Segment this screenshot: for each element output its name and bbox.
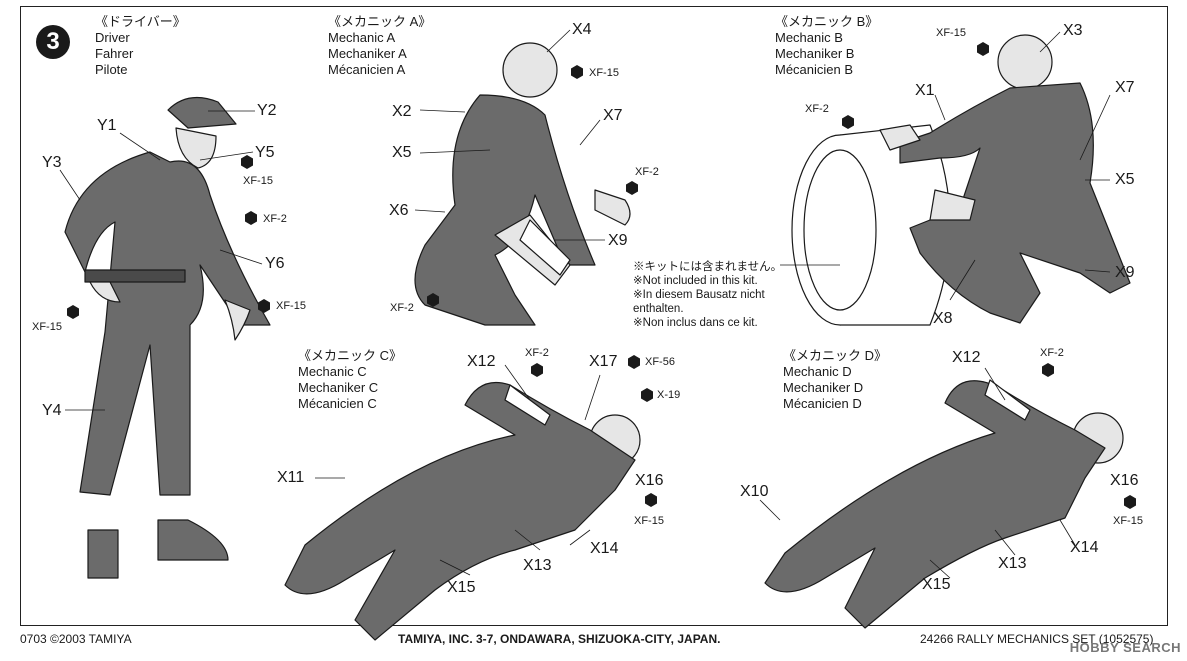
a-part-label-x6: X6 bbox=[389, 202, 409, 219]
paint-code-c-xf15: XF-15 bbox=[634, 515, 664, 527]
c-part-label-x15: X15 bbox=[447, 579, 476, 596]
part-label-y3: Y3 bbox=[42, 154, 62, 171]
d-part-label-x10: X10 bbox=[740, 483, 769, 500]
paint-code-c-xf56: XF-56 bbox=[645, 356, 675, 368]
tire-illustration bbox=[791, 124, 951, 326]
paint-code-drv-y5: XF-15 bbox=[243, 175, 273, 187]
mechanic-c-caption: 《メカニック C》 Mechanic C Mechaniker C Mécani… bbox=[298, 348, 403, 411]
c-part-label-x13: X13 bbox=[523, 557, 552, 574]
part-label-y4: Y4 bbox=[42, 402, 62, 419]
paint-code-d-xf2: XF-2 bbox=[1040, 347, 1064, 359]
mechanic-a-caption: 《メカニック A》 Mechanic A Mechaniker A Mécani… bbox=[328, 14, 432, 77]
d-part-label-x13: X13 bbox=[998, 555, 1027, 572]
mechanic-b-caption: 《メカニック B》 Mechanic B Mechaniker B Mécani… bbox=[775, 14, 879, 77]
paint-code-drv-hand-l: XF-15 bbox=[32, 321, 62, 333]
driver-figure bbox=[64, 96, 271, 579]
d-part-label-x14: X14 bbox=[1070, 539, 1099, 556]
c-part-label-x14: X14 bbox=[590, 540, 619, 557]
d-part-label-x16: X16 bbox=[1110, 472, 1139, 489]
mechanic-d-figure bbox=[764, 379, 1124, 629]
mechanic-b-figure bbox=[879, 34, 1131, 324]
watermark: HOBBY SEARCH bbox=[1069, 640, 1181, 655]
c-part-label-x12: X12 bbox=[467, 353, 496, 370]
paint-code-a-face: XF-15 bbox=[589, 67, 619, 79]
paint-code-drv-xf2: XF-2 bbox=[263, 213, 287, 225]
driver-caption: 《ドライバー》 Driver Fahrer Pilote bbox=[95, 14, 186, 77]
c-part-label-x16: X16 bbox=[635, 472, 664, 489]
paint-code-a-glove: XF-2 bbox=[635, 166, 659, 178]
paint-code-b-tire: XF-2 bbox=[805, 103, 829, 115]
paint-code-b-face: XF-15 bbox=[936, 27, 966, 39]
b-part-label-x5: X5 bbox=[1115, 171, 1135, 188]
c-part-label-x11: X11 bbox=[277, 469, 305, 486]
a-part-label-x7: X7 bbox=[603, 107, 623, 124]
paint-code-d-xf15: XF-15 bbox=[1113, 515, 1143, 527]
instruction-frame bbox=[20, 6, 1168, 626]
not-included-note: ※キットには含まれません。 ※Not included in this kit.… bbox=[633, 261, 783, 329]
b-part-label-x7: X7 bbox=[1115, 79, 1135, 96]
paint-code-a-knee: XF-2 bbox=[390, 302, 414, 314]
footer-copyright: 0703 ©2003 TAMIYA bbox=[20, 632, 132, 646]
part-label-y6: Y6 bbox=[265, 255, 285, 272]
b-part-label-x3: X3 bbox=[1063, 22, 1083, 39]
d-part-label-x12: X12 bbox=[952, 349, 981, 366]
a-part-label-x4: X4 bbox=[572, 21, 592, 38]
footer-kit-number: 24266 RALLY MECHANICS SET (1052575) bbox=[920, 632, 1154, 646]
mechanic-c-figure bbox=[284, 381, 641, 641]
a-part-label-x2: X2 bbox=[392, 103, 412, 120]
a-part-label-x5: X5 bbox=[392, 144, 412, 161]
c-part-label-x17: X17 bbox=[589, 353, 618, 370]
b-part-label-x9: X9 bbox=[1115, 264, 1135, 281]
mechanic-d-caption: 《メカニック D》 Mechanic D Mechaniker D Mécani… bbox=[783, 348, 888, 411]
a-part-label-x9: X9 bbox=[608, 232, 628, 249]
paint-code-c-xf2: XF-2 bbox=[525, 347, 549, 359]
part-label-y1: Y1 bbox=[97, 117, 117, 134]
b-part-label-x1: X1 bbox=[915, 82, 935, 99]
part-label-y2: Y2 bbox=[257, 102, 277, 119]
footer-address: TAMIYA, INC. 3-7, ONDAWARA, SHIZUOKA-CIT… bbox=[398, 632, 721, 646]
paint-code-c-x19: X-19 bbox=[657, 389, 681, 401]
mechanic-a-figure bbox=[414, 42, 631, 326]
part-label-y5: Y5 bbox=[255, 144, 275, 161]
step-number: 3 bbox=[36, 25, 70, 59]
b-part-label-x8: X8 bbox=[933, 310, 953, 327]
d-part-label-x15: X15 bbox=[922, 576, 951, 593]
paint-code-drv-hand-r: XF-15 bbox=[276, 300, 306, 312]
